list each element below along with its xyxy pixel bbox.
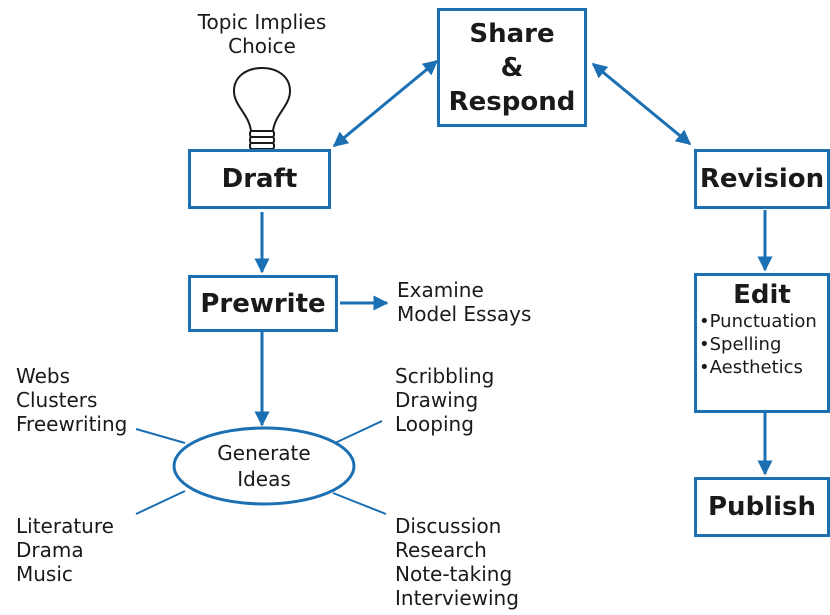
list-item: Freewriting xyxy=(16,412,128,436)
examine-line-2: Model Essays xyxy=(397,302,532,326)
share-respond-box: Share & Respond xyxy=(437,8,587,127)
list-item: Discussion xyxy=(395,514,502,538)
list-item: Webs xyxy=(16,364,71,388)
publish-label: Publish xyxy=(708,492,816,522)
generate-ideas-ellipse xyxy=(172,426,356,506)
lightbulb-icon xyxy=(232,66,292,156)
list-item: Drama xyxy=(16,538,84,562)
arrow-share-revision xyxy=(591,62,692,146)
generate-word: Generate xyxy=(217,441,311,465)
topic-line-1: Topic Implies xyxy=(197,10,327,34)
prewrite-label: Prewrite xyxy=(200,288,326,319)
ampersand-label: & xyxy=(500,52,524,83)
edit-item-aesthetics: •Aesthetics xyxy=(699,357,803,378)
draft-box: Draft xyxy=(188,149,331,209)
topic-line-2: Choice xyxy=(228,34,296,58)
spoke-bottom-left xyxy=(135,490,186,515)
idea-list-top-right: Scribbling Drawing Looping xyxy=(395,364,494,436)
edit-title: Edit xyxy=(733,280,791,310)
spoke-top-right xyxy=(334,420,383,444)
examine-annotation: Examine Model Essays xyxy=(397,278,531,326)
revision-box: Revision xyxy=(694,149,830,209)
list-item: Scribbling xyxy=(395,364,495,388)
edit-box: Edit •Punctuation •Spelling •Aesthetics xyxy=(694,273,830,413)
list-item: Clusters xyxy=(16,388,98,412)
topic-choice-annotation: Topic Implies Choice xyxy=(180,10,344,58)
list-item: Interviewing xyxy=(395,586,519,610)
share-label: Share xyxy=(469,18,555,49)
arrow-share-draft xyxy=(332,59,439,148)
list-item: Literature xyxy=(16,514,114,538)
edit-item-punctuation: •Punctuation xyxy=(699,311,817,332)
list-item: Drawing xyxy=(395,388,479,412)
list-item: Looping xyxy=(395,412,474,436)
generate-ideas-label: Generate Ideas xyxy=(194,440,334,492)
prewrite-box: Prewrite xyxy=(188,275,338,332)
respond-label: Respond xyxy=(448,86,576,117)
spoke-bottom-right xyxy=(332,492,387,515)
revision-label: Revision xyxy=(699,164,825,194)
draft-label: Draft xyxy=(221,164,298,194)
spoke-top-left xyxy=(135,428,186,444)
idea-list-top-left: Webs Clusters Freewriting xyxy=(16,364,127,436)
list-item: Note-taking xyxy=(395,562,513,586)
publish-box: Publish xyxy=(694,477,830,537)
list-item: Music xyxy=(16,562,73,586)
idea-list-bottom-left: Literature Drama Music xyxy=(16,514,114,586)
edit-item-spelling: •Spelling xyxy=(699,334,782,355)
examine-line-1: Examine xyxy=(397,278,484,302)
ideas-word: Ideas xyxy=(237,467,291,491)
idea-list-bottom-right: Discussion Research Note-taking Intervie… xyxy=(395,514,519,610)
list-item: Research xyxy=(395,538,487,562)
